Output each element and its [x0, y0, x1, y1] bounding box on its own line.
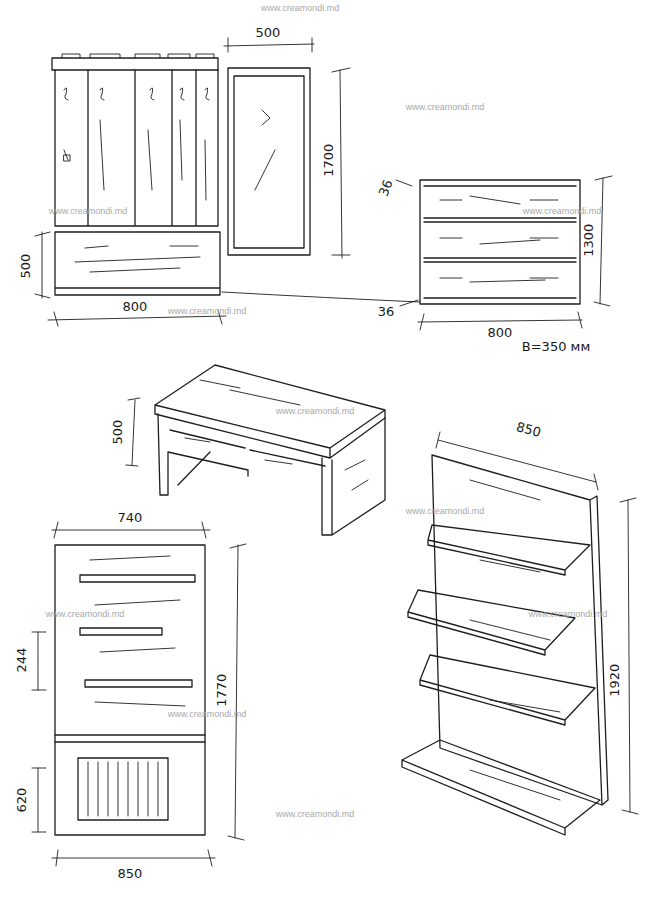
dimension-label: 850 — [512, 419, 544, 440]
dimension-label: 740 — [116, 511, 145, 525]
coffee-table-drawing — [126, 365, 385, 535]
watermark: www.creamondi.md — [168, 307, 247, 317]
dimension-label: В=350 мм — [520, 340, 592, 354]
watermark: www.creamondi.md — [529, 610, 608, 620]
wardrobe-drawing — [52, 54, 220, 295]
watermark: www.creamondi.md — [49, 207, 128, 217]
watermark: www.creamondi.md — [168, 710, 247, 720]
mirror-drawing — [228, 68, 310, 255]
dimension-label: 850 — [116, 867, 145, 881]
watermark: www.creamondi.md — [276, 810, 355, 820]
dimension-label: 36 — [376, 176, 396, 200]
dimension-label: 36 — [376, 305, 397, 319]
watermark: www.creamondi.md — [406, 507, 485, 517]
chest-of-drawers-drawing — [396, 176, 612, 330]
dimension-label: 1300 — [583, 221, 597, 258]
watermark: www.creamondi.md — [406, 103, 485, 113]
watermark: www.creamondi.md — [261, 4, 340, 14]
dimension-label: 244 — [15, 646, 29, 675]
dimension-label: 800 — [121, 300, 150, 314]
dimension-lines — [35, 38, 420, 326]
dimension-label: 500 — [254, 26, 283, 40]
watermark: www.creamondi.md — [46, 610, 125, 620]
dimension-label: 1770 — [216, 671, 230, 708]
dimension-label: 1920 — [609, 661, 623, 698]
dimension-label: 1700 — [323, 141, 337, 178]
dimension-label: 500 — [111, 418, 125, 447]
wall-unit-drawing — [32, 522, 246, 866]
dimension-label: 800 — [486, 326, 515, 340]
dimension-label: 500 — [19, 252, 33, 281]
shelf-unit-drawing — [402, 432, 638, 835]
watermark: www.creamondi.md — [276, 407, 355, 417]
dimension-label: 620 — [15, 786, 29, 815]
watermark: www.creamondi.md — [523, 207, 602, 217]
